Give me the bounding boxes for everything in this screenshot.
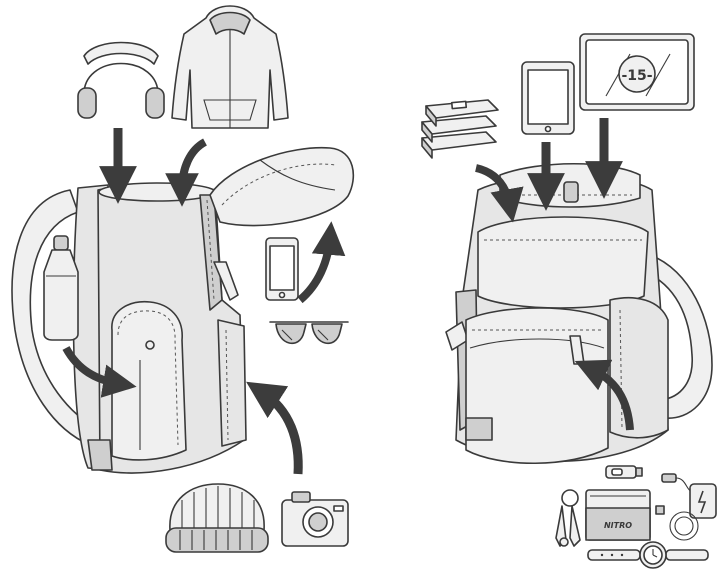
camera-icon	[281, 491, 349, 547]
left-backpack	[11, 146, 355, 474]
tablet-icon	[521, 61, 575, 135]
charger-cable-icon	[655, 473, 717, 541]
right-arrows	[474, 118, 634, 431]
wallet-icon: NITRO	[585, 489, 651, 541]
hoodie-icon	[171, 5, 289, 129]
books-icon	[421, 99, 499, 159]
usb-stick-icon	[605, 465, 643, 479]
water-bottle-icon	[43, 235, 79, 341]
left-arrows	[62, 128, 346, 475]
wallet-brand-text: NITRO	[604, 521, 632, 530]
wristwatch-icon	[587, 541, 709, 569]
laptop-icon: -15-	[579, 33, 695, 111]
keys-icon	[555, 489, 581, 547]
smartphone-icon	[265, 237, 299, 301]
sunglasses-icon	[269, 321, 349, 344]
right-backpack	[445, 163, 713, 465]
laptop-sticker-text: -15-	[621, 68, 652, 84]
headphones-icon	[77, 41, 165, 119]
beanie-icon	[165, 483, 269, 553]
